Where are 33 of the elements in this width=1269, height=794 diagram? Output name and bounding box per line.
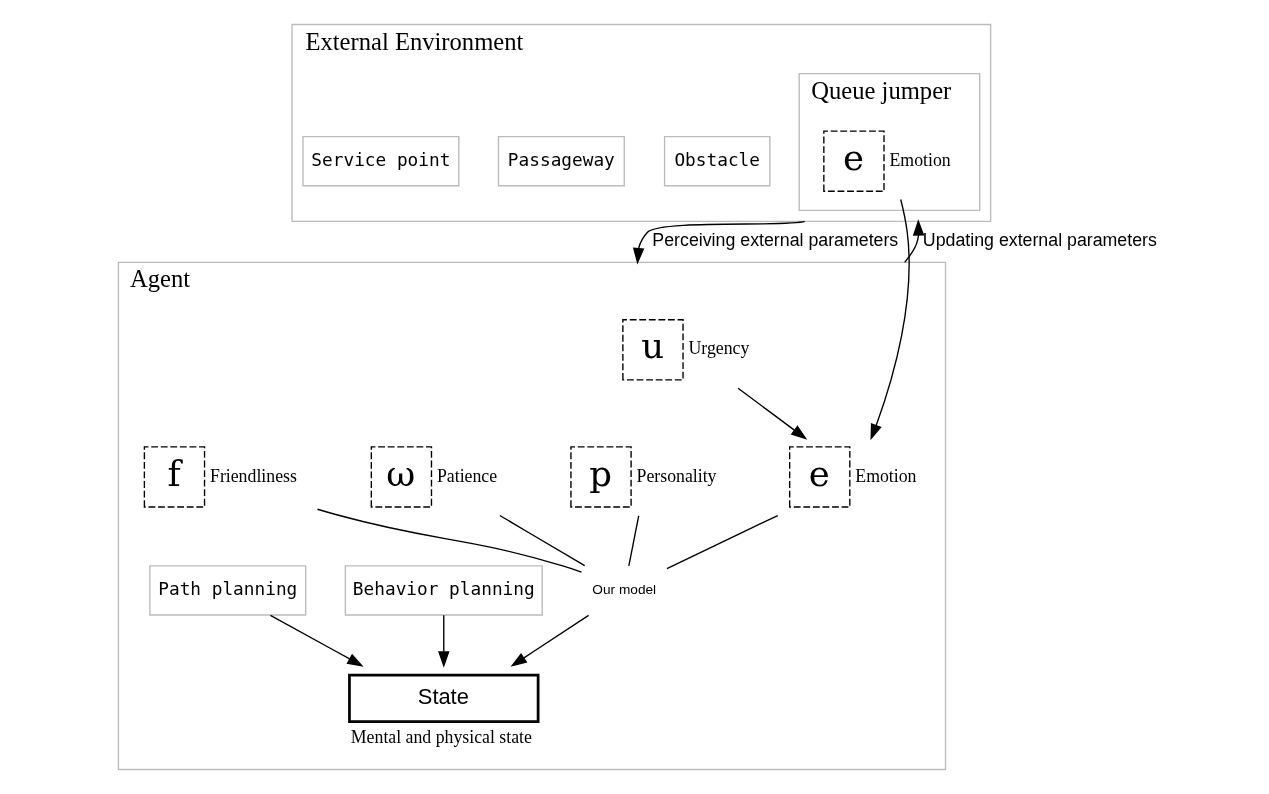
arrow [269,614,364,667]
arrow [438,614,450,668]
node-box: e [823,130,885,192]
node-box: Path planning [149,565,307,616]
node-box: p [570,446,632,508]
arrow [870,198,910,441]
node-box: Behavior planning [344,565,543,616]
node-box: Service point [302,135,460,187]
connector [499,514,586,567]
node-box: u [622,319,684,381]
node-box: ω [370,446,433,508]
node-label: Emotion [889,149,951,170]
node-label: Urgency [688,338,750,359]
edge-label: Perceiving external parameters [652,230,899,251]
connector [316,508,583,573]
node-box: Obstacle [663,135,771,187]
node-label: Emotion [855,465,917,486]
arrow [904,219,925,264]
node-text: Our model [592,581,657,597]
node-box: e [789,446,851,508]
connector [666,514,779,570]
node-box: Passageway [497,135,625,187]
arrow [632,220,806,265]
arrow [510,614,590,667]
connector [628,515,640,567]
node-box: f [143,446,206,508]
edge-label: Updating external parameters [922,230,1157,251]
node-label: Personality [636,465,717,486]
node-label: Friendliness [210,465,297,486]
arrow [737,387,808,440]
node-label: Mental and physical state [350,726,532,747]
node-label: Patience [436,465,498,486]
node-box: State [348,673,540,724]
